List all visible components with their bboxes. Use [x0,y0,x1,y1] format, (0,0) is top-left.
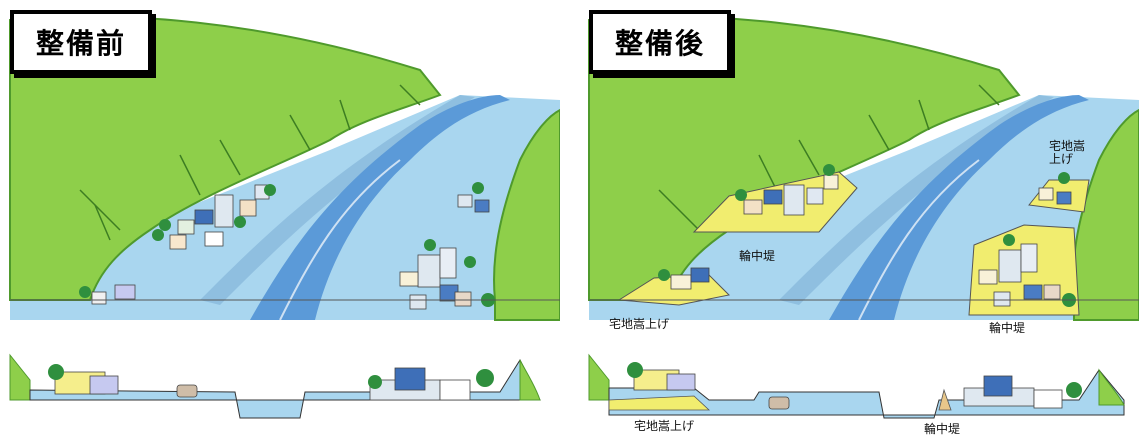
left-trees [79,184,276,298]
ring-levee-mound [938,388,952,411]
river-channel [250,95,510,320]
after-title: 整備後 [615,27,706,60]
before-panel: 整備前 [0,0,560,439]
after-panel: 整備後 輪中堤 宅地嵩上げ 宅地嵩上げ 輪中堤 宅地嵩上げ 輪中堤 [579,0,1139,439]
before-title: 整備前 [36,27,127,60]
raised-land-fill [608,395,711,411]
road [779,95,1054,305]
ring-levee-right-label: 輪中堤 [989,321,1026,335]
left-village [91,184,270,305]
left-trees [658,164,835,281]
after-illustration [588,15,1139,419]
ring-levee-left-label: 輪中堤 [739,249,776,263]
right-trees [424,182,495,307]
right-hill [493,108,560,321]
cross-section-before [9,353,541,419]
cross-section-after [588,353,1125,419]
raised-land-right-label: 宅地嵩上げ [1049,139,1086,167]
raised-land-left-area [617,274,731,306]
raised-land-left-label: 宅地嵩上げ [609,317,670,331]
right-village [399,194,490,310]
right-village [978,187,1072,307]
before-title-box: 整備前 [10,10,153,74]
after-title-box: 整備後 [589,10,732,74]
hill-ridges [79,84,421,241]
before-illustration [9,15,560,419]
left-village [670,174,839,290]
left-hill [9,15,442,301]
river-channel [829,95,1089,320]
section-ring-levee-label: 輪中堤 [924,422,961,436]
section-raised-land-label: 宅地嵩上げ [634,419,695,433]
road [200,95,475,305]
